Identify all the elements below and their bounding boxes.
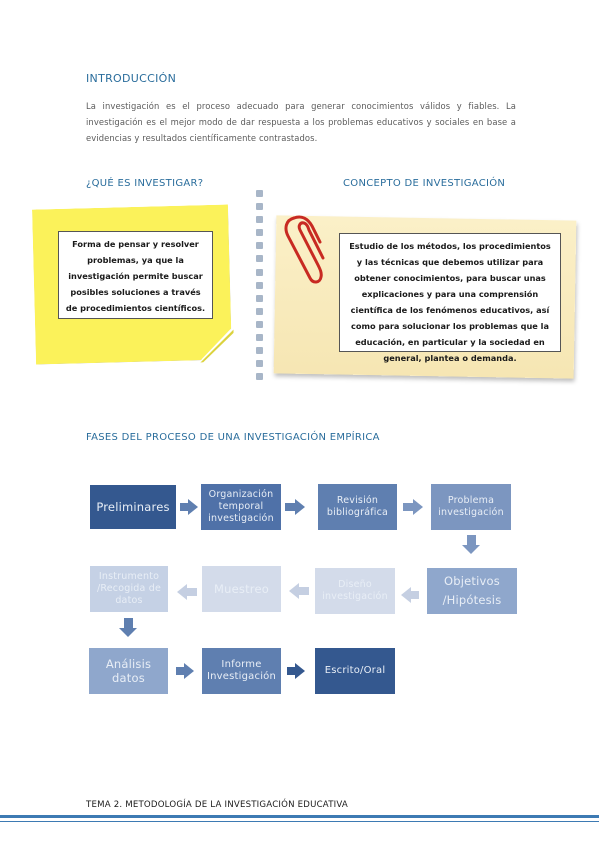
arrow-right (403, 503, 413, 511)
step-objetivos: Objetivos /Hipótesis (427, 568, 517, 614)
dotted-divider (256, 190, 264, 385)
what-is-definition: Forma de pensar y resolver problemas, ya… (58, 231, 213, 319)
arrow-left-head (289, 583, 299, 599)
arrow-right-head (413, 499, 423, 515)
step-diseno: Diseño investigación (315, 568, 395, 614)
arrow-left (299, 587, 309, 595)
arrow-right (287, 667, 295, 675)
arrow-right (180, 503, 188, 511)
step-problema: Problema investigación (431, 484, 511, 530)
footer-rule (0, 815, 599, 818)
step-instrumento: Instrumento /Recogida de datos (90, 566, 168, 612)
arrow-down (124, 618, 133, 628)
arrow-left-head (401, 587, 411, 603)
concept-title: CONCEPTO DE INVESTIGACIÓN (343, 178, 506, 189)
step-preliminares: Preliminares (90, 485, 176, 529)
step-revision: Revisión bibliográfica (318, 484, 397, 530)
step-muestreo: Muestreo (202, 566, 281, 612)
arrow-down-head (119, 628, 137, 637)
arrow-left (187, 588, 197, 596)
footer-rule-thin (0, 821, 599, 822)
intro-title: INTRODUCCIÓN (86, 72, 177, 85)
step-informe: Informe Investigación (202, 648, 281, 694)
step-escrito-oral: Escrito/Oral (315, 648, 395, 694)
arrow-right-head (295, 663, 305, 679)
step-organizacion: Organización temporal investigación (201, 484, 281, 530)
arrow-down-head (462, 545, 480, 554)
paperclip-icon (284, 215, 325, 284)
arrow-right-head (188, 499, 198, 515)
arrow-right-head (184, 663, 194, 679)
step-analisis: Análisis datos (89, 648, 168, 694)
phases-title: FASES DEL PROCESO DE UNA INVESTIGACIÓN E… (86, 432, 380, 443)
concept-definition: Estudio de los métodos, los procedimient… (339, 233, 561, 363)
footer-title: TEMA 2. METODOLOGÍA DE LA INVESTIGACIÓN … (86, 800, 348, 810)
arrow-left (411, 591, 419, 599)
arrow-right (285, 503, 295, 511)
what-is-title: ¿QUÉ ES INVESTIGAR? (86, 178, 204, 189)
arrow-left-head (177, 584, 187, 600)
intro-paragraph: La investigación es el proceso adecuado … (86, 101, 516, 143)
arrow-right (176, 667, 184, 675)
arrow-right-head (295, 499, 305, 515)
arrow-down (467, 535, 476, 545)
